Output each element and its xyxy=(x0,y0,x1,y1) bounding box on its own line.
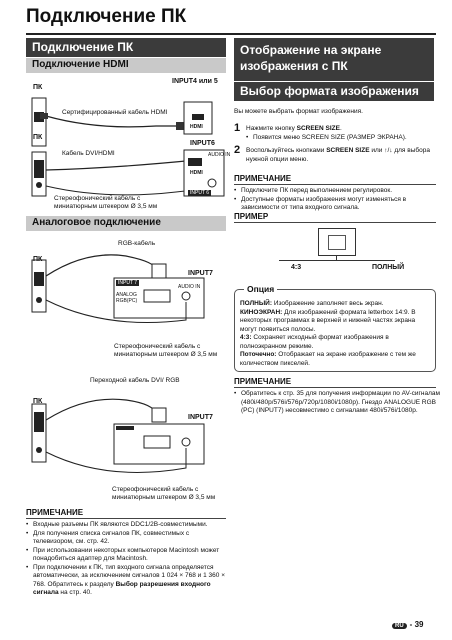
dvi-rgb-cable-label: Переходной кабель DVI/ RGB xyxy=(90,377,180,384)
step-2-bold: SCREEN SIZE xyxy=(326,147,370,154)
input7-label: INPUT7 xyxy=(188,270,213,277)
format-intro: Вы можете выбрать формат изображения. xyxy=(234,108,363,115)
example-connector xyxy=(336,256,337,260)
right-note-item: Доступные форматы изображения могут изме… xyxy=(234,196,440,213)
example-input-inner xyxy=(318,229,356,256)
stereo-cable-label-1b: миниатюрным штекером Ø 3,5 мм xyxy=(54,203,158,210)
rgb-cable-label: RGB-кабель xyxy=(118,240,156,247)
hdmi-cable xyxy=(45,115,181,128)
example-title: ПРИМЕР xyxy=(234,212,269,221)
option-text: Сохраняет исходный формат изображения в … xyxy=(240,334,389,350)
dvi-rgb-cable xyxy=(45,398,157,421)
step-1-text: Нажмите кнопку xyxy=(246,125,297,132)
subtitle-analog: Аналоговое подключение xyxy=(26,216,226,231)
step-1-bullet: Появится меню SCREEN SIZE (РАЗМЕР ЭКРАНА… xyxy=(246,134,440,143)
right-note2-item: Обратитесь к стр. 35 для получения инфор… xyxy=(234,390,440,416)
options-title: Опция xyxy=(244,284,278,294)
ratio-43-label: 4:3 xyxy=(291,264,302,271)
option-name: 4:3: xyxy=(240,334,252,341)
left-note-title: ПРИМЕЧАНИЕ xyxy=(26,508,84,517)
option-item: Поточечно: Отображает на экране изображе… xyxy=(240,351,432,368)
step-2: 2 Воспользуйтесь кнопками SCREEN SIZE ил… xyxy=(234,144,440,164)
option-text: Для изображений формата letterbox 14:9. … xyxy=(240,308,416,333)
analog-rgb-label: ANALOG RGB(PC) xyxy=(116,292,138,304)
stereo-cable-label-1a: Стереофонический кабель с xyxy=(54,195,141,202)
pc-dvi-rgb-icon xyxy=(31,403,47,463)
input6-tag: INPUT 6 xyxy=(188,190,212,196)
stereo-cable-label-2a: Стереофонический кабель с xyxy=(114,343,201,350)
option-text: Отображает на экране изображение с тем ж… xyxy=(240,351,416,367)
left-note-item: Для получения списка сигналов ПК, совмес… xyxy=(26,530,226,547)
dvi-hdmi-cable-label: Кабель DVI/HDMI xyxy=(62,150,115,157)
step-2-number: 2 xyxy=(234,144,241,156)
hdmi-cable-label: Сертифицированный кабель HDMI xyxy=(62,109,168,116)
right-note2-rule xyxy=(234,387,436,388)
step-1-number: 1 xyxy=(234,122,241,134)
example-input-screen xyxy=(318,228,356,256)
input6-label: INPUT6 xyxy=(190,140,215,147)
option-text: Изображение заполняет весь экран. xyxy=(273,300,384,307)
pc-label-hdmi: ПК xyxy=(33,84,43,91)
stereo-cable-label-3a: Стереофонический кабель с xyxy=(112,486,199,493)
left-note-item-tail: на стр. 40. xyxy=(58,589,92,596)
hdmi-logo-2: HDMI xyxy=(190,170,203,176)
step-2-text: Воспользуйтесь кнопками xyxy=(246,147,327,154)
pc-label-dvi-rgb: ПК xyxy=(33,398,43,405)
right-note2-list: Обратитесь к стр. 35 для получения инфор… xyxy=(234,390,440,416)
option-item: 4:3: Сохраняет исходный формат изображен… xyxy=(240,334,432,351)
subtitle-hdmi: Подключение HDMI xyxy=(26,58,226,73)
right-note-list: Подключите ПК перед выполнением регулиро… xyxy=(234,187,440,213)
option-item: ПОЛНЫЙ: Изображение заполняет весь экран… xyxy=(240,300,432,309)
pc-label-dvi: ПК xyxy=(33,134,43,141)
left-note-item-text: При подключении к ПК, тип входного сигна… xyxy=(33,563,225,588)
tv-input7b-panel xyxy=(113,423,205,465)
right-note2-title: ПРИМЕЧАНИЕ xyxy=(234,377,292,386)
dvi-hdmi-cable xyxy=(45,159,197,171)
audio-in-label-7: AUDIO IN xyxy=(178,284,201,290)
input7b-label: INPUT7 xyxy=(188,414,213,421)
left-note-item: Входные разъемы ПК являются DDC1/2B-совм… xyxy=(26,521,226,530)
left-note-item: При использовании некоторых компьютеров … xyxy=(26,547,226,564)
option-name: КИНОЭКРАН: xyxy=(240,308,283,316)
pc-label-analog: ПК xyxy=(33,256,43,263)
example-rule xyxy=(234,222,436,223)
input45-label: INPUT4 или 5 xyxy=(172,78,218,85)
page-number: RU- 39 xyxy=(392,620,423,629)
right-note-rule xyxy=(234,184,436,185)
stereo-cable-1 xyxy=(45,185,195,196)
options-box xyxy=(234,289,436,372)
page-number-value: 39 xyxy=(414,620,424,629)
step-1: 1 Нажмите кнопку SCREEN SIZE. Появится м… xyxy=(234,122,440,143)
page-title: Подключение ПК xyxy=(26,6,187,27)
left-note-list: Входные разъемы ПК являются DDC1/2B-совм… xyxy=(26,521,226,598)
rgb-cable xyxy=(45,254,157,277)
option-name: ПОЛНЫЙ: xyxy=(240,300,273,307)
stereo-cable-label-2b: миниатюрным штекером Ø 3,5 мм xyxy=(114,351,218,358)
stereo-cable-dvi xyxy=(45,448,187,473)
subsection-title-format: Выбор формата изображения xyxy=(234,82,434,101)
hdmi-logo: HDMI xyxy=(190,124,203,130)
step-2-tail: или ↑/↓ для выбора нужной опции меню. xyxy=(246,147,430,163)
right-note-title: ПРИМЕЧАНИЕ xyxy=(234,174,292,183)
ratio-full-label: ПОЛНЫЙ xyxy=(372,264,405,271)
title-rule xyxy=(26,33,436,35)
example-split-line xyxy=(279,260,395,261)
audio-in-label-6: AUDIO IN xyxy=(208,152,231,158)
pc-dvi-icon xyxy=(31,151,47,197)
stereo-cable-label-3b: миниатюрным штекером Ø 3,5 мм xyxy=(112,494,216,501)
right-note-item: Подключите ПК перед выполнением регулиро… xyxy=(234,187,440,196)
options-list: ПОЛНЫЙ: Изображение заполняет весь экран… xyxy=(240,300,432,368)
section-title-pc-connection: Подключение ПК xyxy=(26,38,226,57)
left-note-rule xyxy=(26,518,226,519)
option-name: Поточечно: xyxy=(240,351,277,358)
input7-tag: INPUT 7 xyxy=(116,280,140,286)
left-note-link: Выбор разрешения входного сигнала xyxy=(33,580,211,597)
section-title-display: Отображение на экране изображения с ПК xyxy=(234,38,434,81)
language-badge: RU xyxy=(392,623,407,629)
left-note-item: При подключении к ПК, тип входного сигна… xyxy=(26,564,226,598)
step-1-bold: SCREEN SIZE xyxy=(296,125,340,132)
pc-analog-icon xyxy=(31,259,47,313)
option-item: КИНОЭКРАН: Для изображений формата lette… xyxy=(240,309,432,335)
